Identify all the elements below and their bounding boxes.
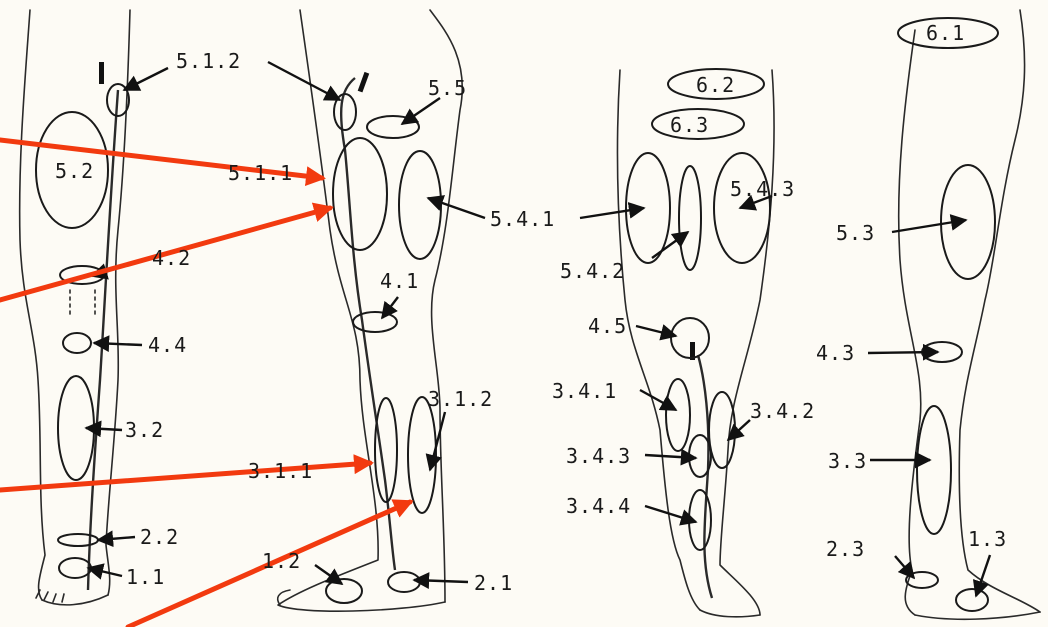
region-5-4-2: [679, 166, 701, 270]
label-4-4: 4.4: [148, 333, 187, 357]
label-5-4-2: 5.4.2: [560, 259, 625, 283]
region-labels: 5.1.2 5.5 5.2 5.1.1 5.4.1 4.2 4.1 4.4 3.…: [55, 21, 1007, 595]
label-2-2: 2.2: [140, 525, 179, 549]
label-3-4-1: 3.4.1: [552, 379, 617, 403]
label-5-1-1: 5.1.1: [228, 161, 293, 185]
label-2-3: 2.3: [826, 537, 865, 561]
label-5-3: 5.3: [836, 221, 875, 245]
label-4-5: 4.5: [588, 314, 627, 338]
region-5-4-1-b: [626, 153, 670, 263]
label-4-1: 4.1: [380, 269, 419, 293]
leg-2-catheter-marker: [358, 72, 370, 93]
region-3-1-2: [408, 397, 436, 513]
label-5-4-1: 5.4.1: [490, 207, 555, 231]
label-3-4-4: 3.4.4: [566, 494, 631, 518]
label-5-5: 5.5: [428, 76, 467, 100]
label-3-2: 3.2: [125, 418, 164, 442]
red-arrow-3: [0, 463, 370, 490]
label-5-2: 5.2: [55, 159, 94, 183]
leg-1-catheter-marker: [99, 62, 104, 84]
leg-2-pointers: [268, 62, 485, 584]
label-3-3: 3.3: [828, 449, 867, 473]
leg-4-regions: [898, 18, 998, 611]
region-2-1: [388, 572, 420, 592]
leg-3-regions: [626, 69, 770, 550]
region-3-4-1: [666, 379, 690, 451]
region-5-5: [367, 116, 419, 138]
leg-3-outline: [618, 70, 775, 617]
region-3-3: [917, 406, 951, 534]
label-4-3: 4.3: [816, 341, 855, 365]
red-highlight-arrows: [0, 140, 410, 627]
leg-3-pointers: [580, 196, 772, 522]
label-1-3: 1.3: [968, 527, 1007, 551]
leg-1-outline: [20, 10, 130, 605]
label-1-2: 1.2: [262, 549, 301, 573]
label-1-1: 1.1: [126, 565, 165, 589]
region-2-2: [58, 534, 98, 546]
region-3-4-2: [709, 392, 735, 468]
region-1-1: [59, 558, 91, 578]
label-6-1: 6.1: [926, 21, 965, 45]
region-1-3: [956, 589, 988, 611]
region-4-4: [63, 333, 91, 353]
leg-1-pointers: [86, 68, 168, 576]
leg-2-vein: [341, 78, 395, 570]
label-4-2: 4.2: [152, 246, 191, 270]
region-1-2: [326, 579, 362, 603]
label-3-1-2: 3.1.2: [428, 387, 493, 411]
label-3-4-3: 3.4.3: [566, 444, 631, 468]
label-6-2: 6.2: [696, 73, 735, 97]
region-5-4-1-a: [399, 151, 441, 259]
label-3-4-2: 3.4.2: [750, 399, 815, 423]
region-4-1: [353, 312, 397, 332]
label-6-3: 6.3: [670, 113, 709, 137]
leg-2-regions: [326, 94, 441, 603]
label-5-4-3: 5.4.3: [730, 177, 795, 201]
region-5-1-1: [333, 138, 387, 250]
label-3-1-1: 3.1.1: [248, 459, 313, 483]
label-2-1: 2.1: [474, 571, 513, 595]
label-5-1-2: 5.1.2: [176, 49, 241, 73]
